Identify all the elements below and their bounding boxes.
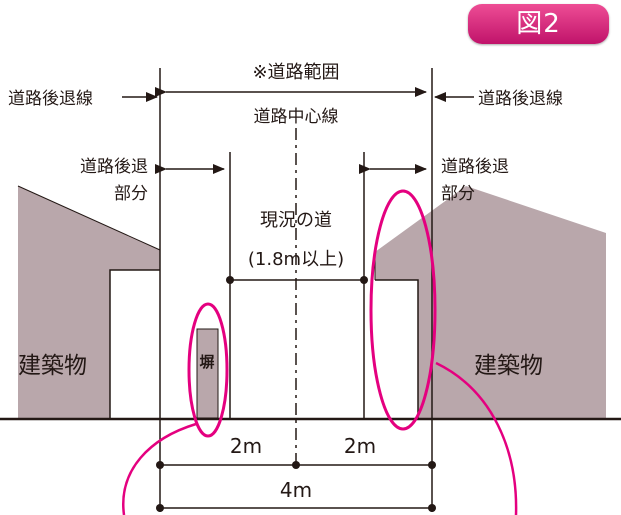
setback-line-left-label: 道路後退線 xyxy=(8,89,93,109)
dim-right-label: 2m xyxy=(344,434,376,458)
building-left xyxy=(18,186,160,418)
building-left-label: 建築物 xyxy=(18,353,87,379)
building-left-notch xyxy=(109,269,160,418)
building-right-highlight xyxy=(369,189,437,431)
dim-left-label: 2m xyxy=(230,434,262,458)
fence xyxy=(196,328,219,419)
building-right-notch xyxy=(375,279,419,418)
figure-label: 図2 xyxy=(516,9,561,39)
building-right xyxy=(375,186,606,418)
dim-2m-dot-left xyxy=(156,461,164,469)
setback-line-right-label: 道路後退線 xyxy=(478,89,563,109)
setback-part-left-label-1: 道路後退 xyxy=(80,157,148,177)
current-road-width-dot-right xyxy=(360,276,368,284)
figure-badge: 図2 xyxy=(468,4,609,44)
fence-highlight-leader xyxy=(122,422,197,515)
current-road-label: 現況の道 xyxy=(260,210,332,231)
setback-part-right-label-2: 部分 xyxy=(441,184,475,204)
road-center-line-label: 道路中心線 xyxy=(254,107,339,127)
setback-part-left-label-2: 部分 xyxy=(114,184,148,204)
dim-4m-dot-left xyxy=(156,504,164,512)
dim-2m-dot-center xyxy=(292,461,300,469)
current-road-width-label: (1.8m以上) xyxy=(248,249,344,270)
fence-label: 塀 xyxy=(199,353,214,371)
road-range-label: ※道路範囲 xyxy=(252,62,339,83)
dim-4m-dot-right xyxy=(428,504,436,512)
building-right-label: 建築物 xyxy=(474,353,543,379)
setback-part-right-label-1: 道路後退 xyxy=(441,157,509,177)
dim-total-label: 4m xyxy=(280,478,312,502)
building-right-highlight-leader xyxy=(435,361,518,515)
current-road-width-dot-left xyxy=(226,276,234,284)
fence-highlight xyxy=(187,302,229,438)
dim-2m-dot-right xyxy=(428,461,436,469)
